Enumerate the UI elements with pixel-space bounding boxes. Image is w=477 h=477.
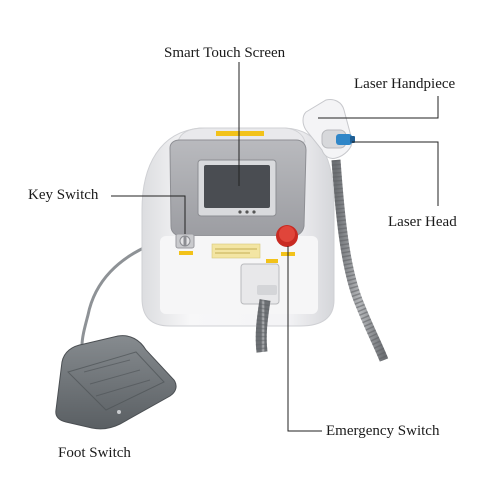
label-laser-handpiece: Laser Handpiece [354, 76, 456, 92]
label-emergency-switch: Emergency Switch [326, 423, 440, 439]
leader-laser-handpiece [318, 96, 439, 119]
label-foot-switch: Foot Switch [58, 445, 131, 461]
label-smart-touch-screen: Smart Touch Screen [164, 45, 286, 61]
foot-pedal-icon [55, 335, 177, 430]
label-laser-head: Laser Head [388, 214, 457, 230]
leader-emergency-switch [287, 246, 322, 432]
leader-key-switch [111, 195, 186, 234]
laser-handpiece-icon [302, 99, 355, 159]
handpiece-cable [331, 159, 389, 362]
emergency-button-icon [276, 225, 298, 256]
label-key-switch: Key Switch [28, 187, 99, 203]
leader-lines [111, 62, 439, 432]
leader-laser-head [352, 141, 439, 206]
smart-touch-screen [204, 165, 270, 208]
foot-switch-cable [80, 243, 151, 347]
